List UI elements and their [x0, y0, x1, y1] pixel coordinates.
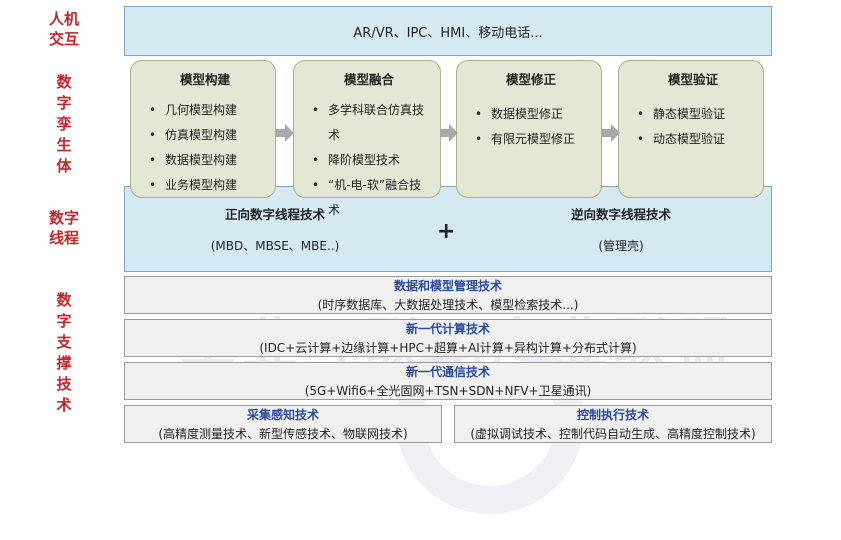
data-model-mgmt-box: 数据和模型管理技术 (时序数据库、大数据处理技术、模型检索技术...): [124, 276, 772, 314]
side-label-support-tech: 数 字 支 撑 技 术: [56, 291, 72, 414]
model-item: 有限元模型修正: [471, 127, 591, 152]
tech-sub: (IDC+云计算+边缘计算+HPC+超算+AI计算+异构计算+分布式计算): [259, 341, 637, 355]
tech-title: 采集感知技术: [246, 408, 319, 422]
arrow-right-icon: [276, 124, 294, 142]
model-box-correction: 模型修正 数据模型修正 有限元模型修正: [456, 60, 602, 198]
comm-tech-box: 新一代通信技术 (5G+Wifi6+全光固网+TSN+SDN+NFV+卫星通讯): [124, 362, 772, 400]
watermark: 工业互联网产业联盟 Alliance of Industrial Interne…: [150, 300, 732, 514]
plus-sign: +: [437, 219, 456, 244]
tech-sub: (5G+Wifi6+全光固网+TSN+SDN+NFV+卫星通讯): [304, 384, 592, 398]
hmi-text: AR/VR、IPC、HMI、移动电话...: [353, 25, 543, 41]
model-item: 数据模型构建: [145, 148, 265, 173]
model-item: 业务模型构建: [145, 173, 265, 198]
model-item: 数据模型修正: [471, 102, 591, 127]
forward-thread-sub: (MBD、MBSE、MBE..): [210, 239, 340, 253]
model-item: 动态模型验证: [633, 127, 753, 152]
model-box-build: 模型构建 几何模型构建 仿真模型构建 数据模型构建 业务模型构建: [130, 60, 276, 198]
hmi-box: AR/VR、IPC、HMI、移动电话...: [124, 6, 772, 56]
reverse-thread-sub: (管理壳): [598, 239, 644, 253]
tech-title: 新一代计算技术: [405, 322, 490, 336]
tech-title: 数据和模型管理技术: [393, 279, 502, 293]
arrow-right-icon: [440, 124, 458, 142]
forward-thread-title: 正向数字线程技术: [224, 207, 325, 222]
model-title: 模型修正: [505, 72, 556, 87]
side-label-digital-thread: 数字 线程: [48, 209, 79, 247]
model-title: 模型融合: [343, 72, 394, 87]
digital-thread-box: 正向数字线程技术 (MBD、MBSE、MBE..) + 逆向数字线程技术 (管理…: [124, 186, 772, 272]
tech-title: 新一代通信技术: [405, 365, 490, 379]
model-item: 静态模型验证: [633, 102, 753, 127]
model-item: 几何模型构建: [145, 98, 265, 123]
compute-tech-box: 新一代计算技术 (IDC+云计算+边缘计算+HPC+超算+AI计算+异构计算+分…: [124, 319, 772, 357]
tech-sub: (虚拟调试技术、控制代码自动生成、高精度控制技术): [470, 427, 756, 441]
model-box-fusion: 模型融合 多学科联合仿真技术 降阶模型技术 “机-电-软”融合技术: [293, 60, 441, 217]
tech-sub: (高精度测量技术、新型传感技术、物联网技术): [158, 427, 408, 441]
reverse-thread-title: 逆向数字线程技术: [570, 207, 671, 222]
reverse-thread: 逆向数字线程技术 (管理壳): [471, 187, 771, 271]
sensing-tech-box: 采集感知技术 (高精度测量技术、新型传感技术、物联网技术): [124, 405, 442, 443]
tech-sub: (时序数据库、大数据处理技术、模型检索技术...): [317, 298, 579, 312]
arrow-right-icon: [602, 124, 620, 142]
forward-thread: 正向数字线程技术 (MBD、MBSE、MBE..): [125, 187, 425, 271]
model-item: 降阶模型技术: [308, 148, 430, 173]
model-title: 模型验证: [667, 72, 718, 87]
side-label-digital-twin: 数 字 孪 生 体: [56, 73, 72, 175]
model-item: 多学科联合仿真技术: [308, 98, 430, 148]
model-item: “机-电-软”融合技术: [308, 173, 430, 223]
model-box-validation: 模型验证 静态模型验证 动态模型验证: [618, 60, 764, 198]
control-tech-box: 控制执行技术 (虚拟调试技术、控制代码自动生成、高精度控制技术): [454, 405, 772, 443]
model-item: 仿真模型构建: [145, 123, 265, 148]
side-label-hmi: 人机 交互: [48, 10, 79, 48]
tech-title: 控制执行技术: [576, 408, 649, 422]
model-title: 模型构建: [179, 72, 230, 87]
